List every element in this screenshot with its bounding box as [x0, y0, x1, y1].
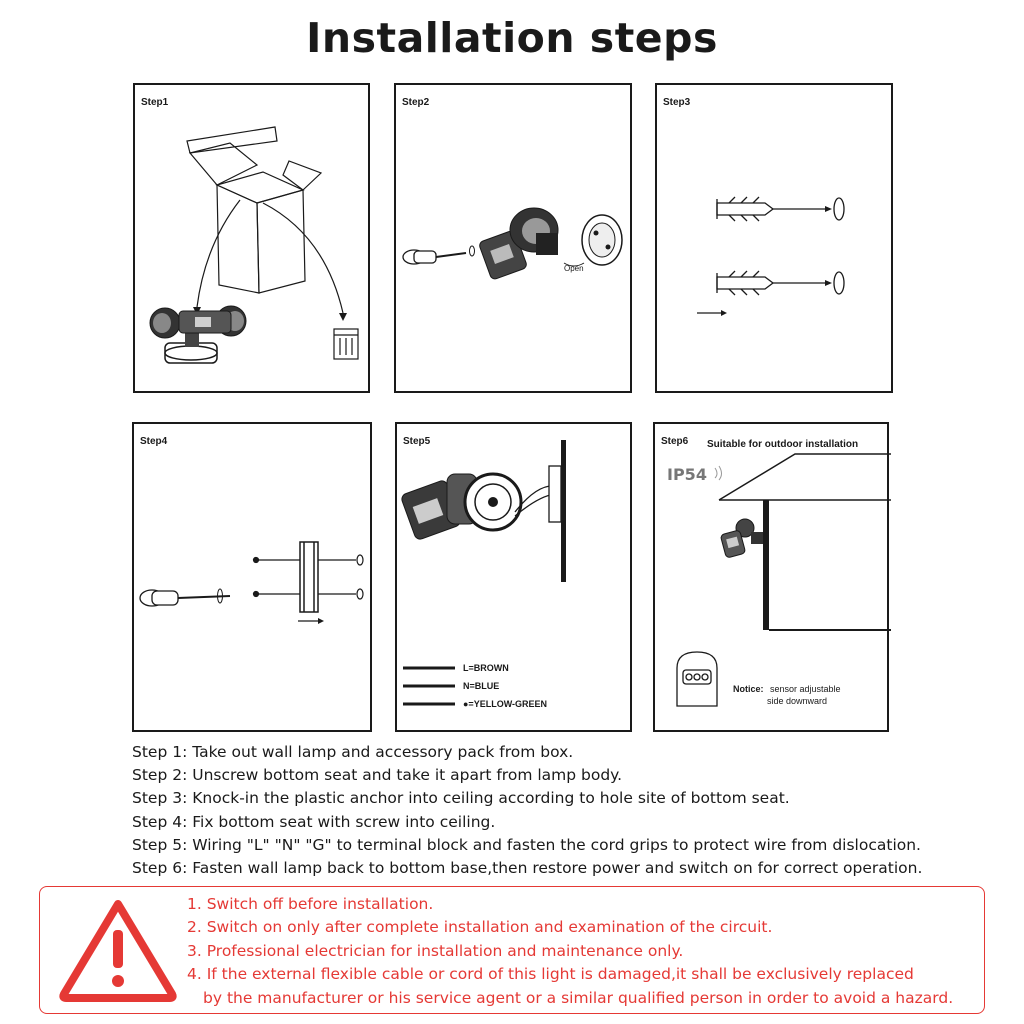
accessory-pack: [333, 328, 359, 360]
plastic-anchor-icon: [716, 270, 845, 296]
step3-illustration: [697, 196, 845, 316]
wire-l: L=BROWN: [463, 663, 509, 673]
notice-label: Notice:: [733, 684, 764, 694]
wire-n: N=BLUE: [463, 681, 499, 691]
step6-label: Step6: [661, 436, 689, 447]
mounted-lamp: [720, 518, 763, 558]
screwdriver-icon: [402, 249, 467, 265]
wire-legend: L=BROWN N=BLUE ●=YELLOW-GREEN: [403, 663, 547, 709]
step3-panel: Step3: [655, 83, 893, 393]
step4-panel: Step4: [132, 422, 372, 732]
warning-list: 1. Switch off before installation. 2. Sw…: [187, 893, 953, 1010]
wire-g: ●=YELLOW-GREEN: [463, 699, 547, 709]
step-line: Step 4: Fix bottom seat with screw into …: [132, 812, 496, 831]
sensor-icon: [676, 651, 718, 707]
lamp-fixture: [149, 305, 247, 364]
step-line: Step 2: Unscrew bottom seat and take it …: [132, 766, 623, 785]
step4-illustration: [139, 541, 364, 624]
warning-line: by the manufacturer or his service agent…: [203, 988, 954, 1007]
wall-plate: [548, 465, 562, 523]
step5-label: Step5: [403, 436, 431, 447]
wall: [763, 500, 769, 630]
notice-text-1: sensor adjustable: [770, 684, 841, 694]
step-instructions: Step 1: Take out wall lamp and accessory…: [132, 741, 992, 880]
warning-line: 1. Switch off before installation.: [187, 895, 434, 913]
box-side: [256, 189, 306, 294]
lamp-body: [401, 472, 523, 540]
box-flap-right: [282, 160, 323, 191]
step6-panel: IP54 Notice: sensor adjustable side down…: [653, 422, 891, 732]
step1-illustration: [149, 126, 359, 364]
plastic-anchor-icon: [716, 196, 845, 222]
step5-illustration: L=BROWN N=BLUE ●=YELLOW-GREEN: [401, 440, 566, 709]
step6-caption: Suitable for outdoor installation: [707, 439, 859, 450]
box-front: [216, 184, 260, 294]
step2-label: Step2: [402, 97, 430, 108]
warning-line: 3. Professional electrician for installa…: [187, 941, 684, 960]
box-flap-left: [188, 142, 259, 186]
step-line: Step 3: Knock-in the plastic anchor into…: [132, 789, 790, 808]
step6-illustration: IP54 Notice: sensor adjustable side down…: [667, 453, 891, 707]
page-title: Installation steps: [306, 14, 718, 62]
bottom-seat: [581, 214, 623, 266]
step2-illustration: Open: [402, 207, 623, 280]
notice-text-2: side downward: [767, 696, 827, 706]
step5-panel: L=BROWN N=BLUE ●=YELLOW-GREEN Step5: [395, 422, 632, 732]
water-drop-icon: [714, 465, 722, 481]
lamp-body: [479, 207, 559, 280]
ip-rating: IP54: [667, 465, 707, 484]
step1-panel: Step1: [133, 83, 370, 393]
house-outline: [718, 453, 891, 501]
warning-triangle-icon: [59, 900, 177, 1002]
step-line: Step 1: Take out wall lamp and accessory…: [132, 743, 574, 761]
wall: [561, 440, 566, 582]
box-top: [215, 171, 305, 204]
step-line: Step 5: Wiring "L" "N" "G" to terminal b…: [132, 835, 921, 854]
warning-box: [39, 886, 985, 1014]
step1-label: Step1: [141, 97, 169, 108]
warning-line: 2. Switch on only after complete install…: [187, 918, 773, 937]
screwdriver-icon: [139, 589, 231, 607]
open-label: Open: [564, 264, 584, 273]
step-line: Step 6: Fasten wall lamp back to bottom …: [132, 859, 923, 878]
step2-panel: Open Step2: [394, 83, 632, 393]
bottom-seat: [299, 541, 319, 613]
step4-label: Step4: [140, 436, 168, 447]
warning-line: 4. If the external flexible cable or cor…: [187, 965, 914, 984]
step3-label: Step3: [663, 97, 691, 108]
